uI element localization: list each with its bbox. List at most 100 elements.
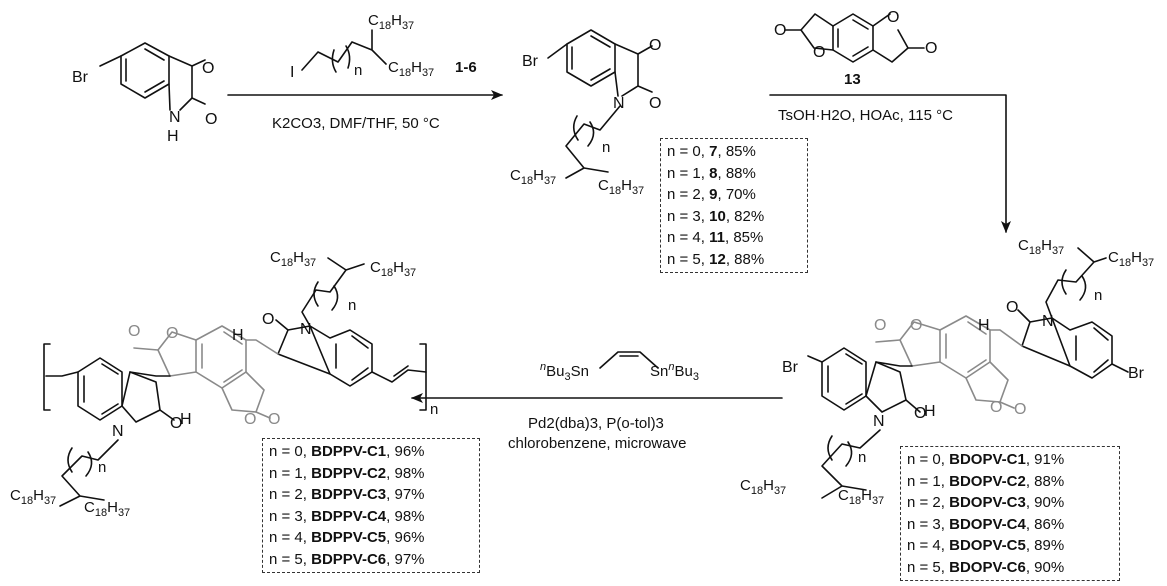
i-atom: I [290,64,294,81]
yield-table-row: n = 4, BDOPV-C5, 89% [907,537,1065,554]
svg-text:n: n [430,401,438,418]
yield-table-row: n = 0, BDOPV-C1, 91% [907,451,1065,468]
yield-value: 88% [725,164,756,182]
n-value: n = 0, [269,443,312,460]
bdopv-yield-table: n = 0, BDOPV-C1, 91% n = 1, BDOPV-C2, 88%… [900,446,1120,581]
svg-text:C18H37: C18H37 [510,167,556,187]
br-atom: Br [522,53,539,70]
o-atom: O [925,40,937,57]
isatin-yield-table: n = 0, 7, 85%n = 1, 8, 88%n = 2, 9, 70%n… [660,138,808,273]
yield-value: 88% [734,250,765,268]
o-atom: O [813,44,825,61]
yield-value: 98% [394,507,425,525]
yield-table-row: n = 0, BDPPV-C1, 96% [269,443,425,460]
o-atom: O [990,399,1002,416]
svg-text:n: n [858,449,866,466]
yield-table-row: n = 2, 9, 70% [667,186,756,203]
yield-table-row: n = 5, BDOPV-C6, 90% [907,558,1065,576]
svg-text:n: n [1094,287,1102,304]
yield-table-row: n = 1, BDPPV-C2, 98% [269,464,425,482]
yield-value: 90% [1034,558,1065,576]
o-atom: O [205,111,217,128]
yield-table-row: n = 3, BDPPV-C4, 98% [269,507,425,525]
compound-1-6-label: 1-6 [455,59,477,76]
h-atom: H [167,128,179,145]
yield-value: 70% [725,186,756,203]
compound-id: BDPPV-C2 [311,464,387,482]
n-value: n = 5, [667,250,710,268]
n-value: n = 3, [667,207,710,225]
n-atom: N [613,95,625,112]
compound-id: BDOPV-C1 [949,451,1026,468]
svg-text:n: n [348,297,356,314]
o-atom: O [268,411,280,428]
yield-table-row: n = 1, 8, 88% [667,164,756,182]
o-atom: O [914,405,926,422]
n-value: n = 4, [907,537,950,554]
step2-conditions: TsOH·H2O, HOAc, 115 °C [778,107,953,124]
svg-text:nBu3Sn: nBu3Sn [540,361,589,383]
yield-value: 91% [1034,451,1065,468]
yield-table-row: n = 2, BDPPV-C3, 97% [269,486,425,503]
n-atom: N [1042,313,1054,330]
n-value: n = 5, [907,558,950,576]
compound-id: 9 [709,186,718,203]
yield-value: 85% [725,143,756,160]
o-atom: O [874,317,886,334]
yield-value: 86% [1034,515,1065,533]
compound-id: BDPPV-C3 [311,486,387,503]
n-value: n = 3, [269,507,312,525]
n-value: n = 4, [269,529,312,546]
yield-value: 89% [1034,537,1065,554]
br-atom: Br [72,69,89,86]
yield-value: 97% [394,550,425,568]
compound-id: BDOPV-C5 [949,537,1026,554]
o-atom: O [166,325,178,342]
o-atom: O [1006,299,1018,316]
yield-value: 96% [394,443,425,460]
compound-id: 12 [709,250,726,268]
compound-13-label: 13 [844,71,861,88]
yield-table-row: n = 3, 10, 82% [667,207,765,225]
compound-id: 8 [709,164,718,182]
o-atom: O [910,317,922,334]
n-atom: N [169,109,181,126]
o-atom: O [887,9,899,26]
svg-text:C18H37: C18H37 [10,487,56,507]
yield-table-row: n = 5, BDPPV-C6, 97% [269,550,425,568]
o-atom: O [244,411,256,428]
svg-text:SnnBu3: SnnBu3 [650,361,699,383]
yield-value: 98% [394,464,425,482]
compound-id: BDOPV-C6 [949,558,1026,576]
alkyl-iodide-reagent: I C18H37 C18H37 n 1-6 [290,12,477,81]
svg-text:C18H37: C18H37 [598,177,644,197]
o-atom: O [128,323,140,340]
n-value: n = 1, [667,164,710,182]
yield-value: 97% [394,486,425,503]
step2-arrow [769,94,1011,233]
o-atom: O [202,60,214,77]
svg-text:C18H37: C18H37 [1018,237,1064,257]
o-atom: O [170,415,182,432]
n-value: n = 0, [907,451,950,468]
yield-value: 96% [394,529,425,546]
compound-id: 7 [709,143,718,160]
step1-conditions: K2CO3, DMF/THF, 50 °C [272,115,440,132]
yield-table-row: n = 1, BDOPV-C2, 88% [907,472,1065,490]
compound-id: 11 [709,229,725,246]
yield-value: 90% [1034,494,1065,511]
n-value: n = 2, [907,494,950,511]
yield-value: 85% [733,229,764,246]
compound-id: BDOPV-C2 [949,472,1026,490]
svg-text:C18H37: C18H37 [740,477,786,497]
h-atom: H [232,327,244,344]
yield-table-row: n = 5, 12, 88% [667,250,765,268]
yield-table-row: n = 4, BDPPV-C5, 96% [269,529,425,546]
br-atom: Br [782,359,799,376]
compound-id: BDPPV-C6 [311,550,387,568]
h-atom: H [180,411,192,428]
alkylated-isatin-structure: Br O O N n C18H37 C18H37 [510,29,661,197]
n-value: n = 2, [667,186,710,203]
